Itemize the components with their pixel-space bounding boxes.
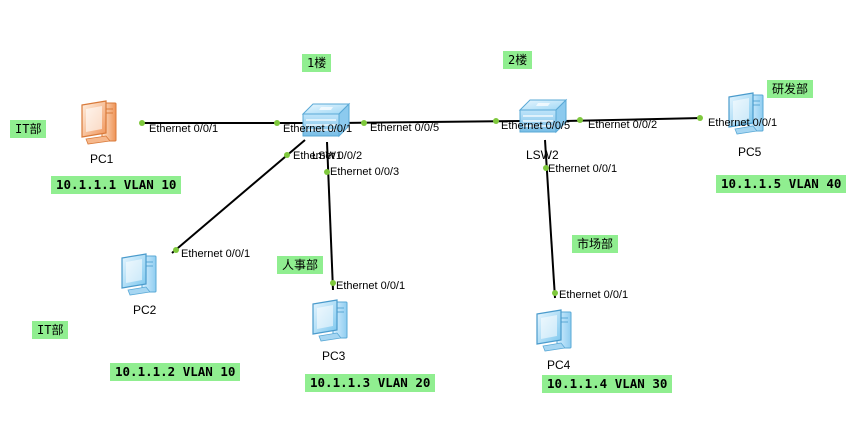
port-dot (577, 117, 583, 123)
floor1-label: 1楼 (302, 54, 332, 72)
pc2-name: PC2 (133, 303, 157, 317)
port-label-pc1-e01: Ethernet 0/0/1 (149, 123, 219, 135)
rd-dept-label: 研发部 (767, 80, 814, 98)
pc5-address-note: 10.1.1.5 VLAN 40 (716, 175, 847, 193)
pc1-name: PC1 (90, 152, 114, 166)
link-lsw2-pc5[interactable] (564, 117, 703, 122)
port-label-pc5-e01: Ethernet 0/0/1 (708, 117, 778, 129)
pc1-icon[interactable] (81, 100, 117, 145)
links (142, 117, 703, 299)
port-label-pc4-e01: Ethernet 0/0/1 (559, 289, 629, 301)
port-dot (543, 165, 549, 171)
port-dot (493, 118, 499, 124)
port-label-lsw1-e02: Ethernet 0/0/2 (293, 150, 363, 162)
pc1-address-note: 10.1.1.1 VLAN 10 (51, 176, 182, 194)
pc4-name: PC4 (547, 358, 571, 372)
pc2-address-note: 10.1.1.2 VLAN 10 (110, 363, 241, 381)
port-dot (697, 115, 703, 121)
port-label-pc2-e01: Ethernet 0/0/1 (181, 248, 251, 260)
port-label-lsw1-e03: Ethernet 0/0/3 (330, 166, 400, 178)
port-label-lsw1-e01: Ethernet 0/0/1 (283, 123, 353, 135)
hr-dept-label: 人事部 (277, 256, 324, 274)
port-label-lsw1-e05: Ethernet 0/0/5 (370, 122, 440, 134)
port-dot (173, 247, 179, 253)
pc3-icon[interactable] (312, 299, 348, 342)
pc3-address-note: 10.1.1.3 VLAN 20 (305, 374, 436, 392)
port-dot (552, 290, 558, 296)
port-dot (324, 169, 330, 175)
pc2-icon[interactable] (121, 253, 157, 296)
it-dept-label-bottom: IT部 (32, 321, 69, 339)
port-dot (139, 120, 145, 126)
pc3-name: PC3 (322, 349, 346, 363)
port-label-lsw2-e05: Ethernet 0/0/5 (501, 120, 571, 132)
floor2-label: 2楼 (503, 51, 533, 69)
lsw2-name: LSW2 (526, 148, 559, 162)
link-lsw1-lsw2[interactable] (339, 120, 521, 124)
port-label-lsw2-e02: Ethernet 0/0/2 (588, 119, 658, 131)
market-dept-label: 市场部 (572, 235, 619, 253)
port-dot (361, 120, 367, 126)
pc4-icon[interactable] (536, 309, 572, 352)
port-label-lsw1-name: LSW1 (312, 150, 342, 162)
port-dot (284, 152, 290, 158)
pc4-address-note: 10.1.1.4 VLAN 30 (542, 375, 673, 393)
port-label-pc3-e01: Ethernet 0/0/1 (336, 280, 406, 292)
it-dept-label-top: IT部 (10, 120, 47, 138)
port-label-lsw2-e01: Ethernet 0/0/1 (548, 163, 618, 175)
pc5-name: PC5 (738, 145, 762, 159)
port-dots (139, 115, 703, 296)
link-lsw1-pc2[interactable] (171, 139, 306, 254)
link-lsw1-pc3[interactable] (326, 141, 334, 291)
port-dot (274, 120, 280, 126)
port-dot (330, 280, 336, 286)
